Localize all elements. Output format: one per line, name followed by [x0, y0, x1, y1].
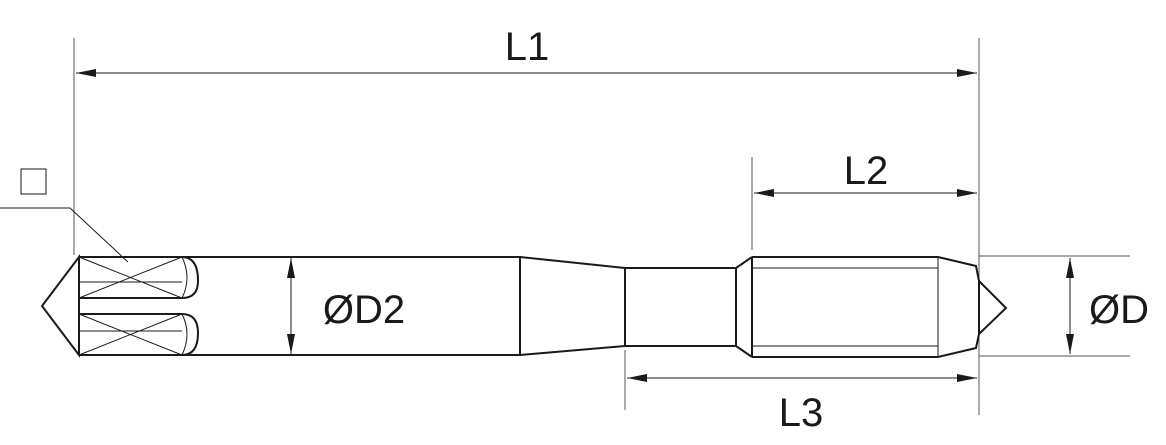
d2-label: ØD2 [323, 288, 405, 332]
d-label: ØD [1089, 288, 1149, 332]
square-leader-line [0, 207, 129, 263]
tap-body [40, 254, 1008, 358]
extension-lines [73, 38, 1130, 415]
l3-label: L3 [779, 391, 824, 435]
square-drive-symbol [20, 168, 47, 195]
l2-label: L2 [844, 149, 889, 193]
l1-label: L1 [505, 25, 550, 69]
